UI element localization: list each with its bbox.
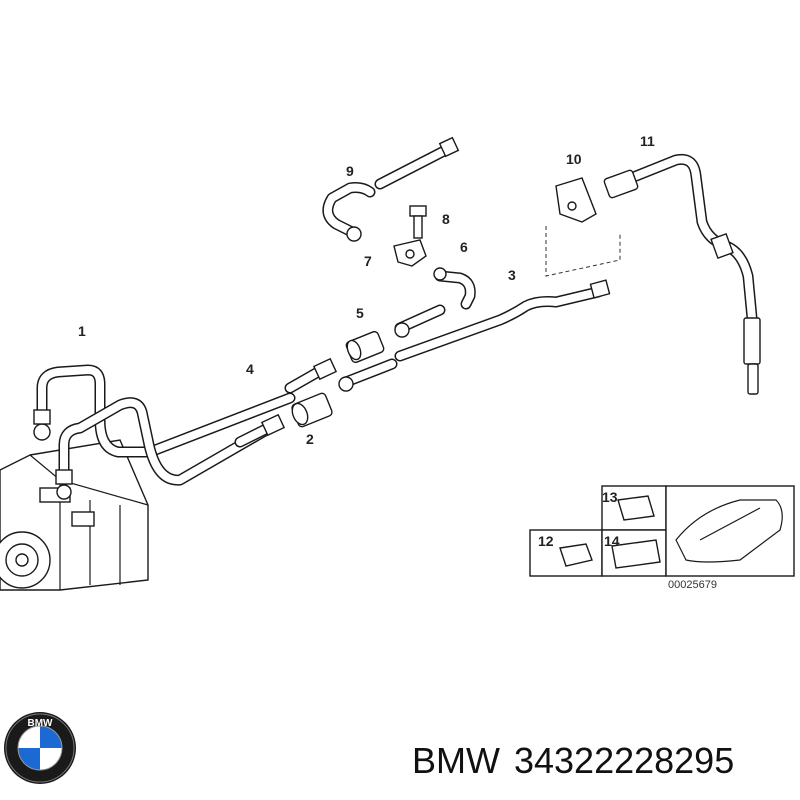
brake-line-3	[394, 279, 611, 362]
fitting-6	[433, 267, 476, 310]
brake-line-1	[33, 364, 296, 458]
part-number: 34322228295	[513, 740, 735, 781]
bolt-8	[409, 205, 427, 239]
clip-inset	[529, 485, 795, 577]
callout-3: 3	[508, 267, 516, 283]
brake-line-4	[234, 357, 338, 448]
callout-7: 7	[364, 253, 372, 269]
callout-5: 5	[356, 305, 364, 321]
brake-line-lower	[55, 397, 276, 500]
union-2	[291, 392, 333, 428]
callout-2: 2	[306, 431, 314, 447]
brake-hose-11	[603, 153, 761, 395]
callout-12: 12	[538, 533, 554, 549]
callout-6: 6	[460, 239, 468, 255]
logo-letters: BMW	[28, 718, 54, 729]
brake-line-9	[322, 136, 460, 242]
callout-13: 13	[602, 489, 618, 505]
callout-10: 10	[566, 151, 582, 167]
callout-4: 4	[246, 361, 254, 377]
brake-line-short	[338, 304, 446, 392]
callout-8: 8	[442, 211, 450, 227]
callout-14: 14	[604, 533, 620, 549]
union-5	[345, 330, 385, 364]
abs-unit-drawing	[0, 439, 149, 591]
drawing-code: 00025679	[668, 579, 717, 591]
product-caption: BMW 34322228295	[412, 736, 792, 786]
callout-1: 1	[78, 323, 86, 339]
brand-name: BMW	[412, 740, 500, 781]
callout-11: 11	[640, 133, 655, 149]
bracket-10	[545, 177, 621, 277]
bmw-roundel-icon: BMW	[4, 712, 76, 784]
junction-7	[393, 239, 427, 267]
callout-9: 9	[346, 163, 354, 179]
